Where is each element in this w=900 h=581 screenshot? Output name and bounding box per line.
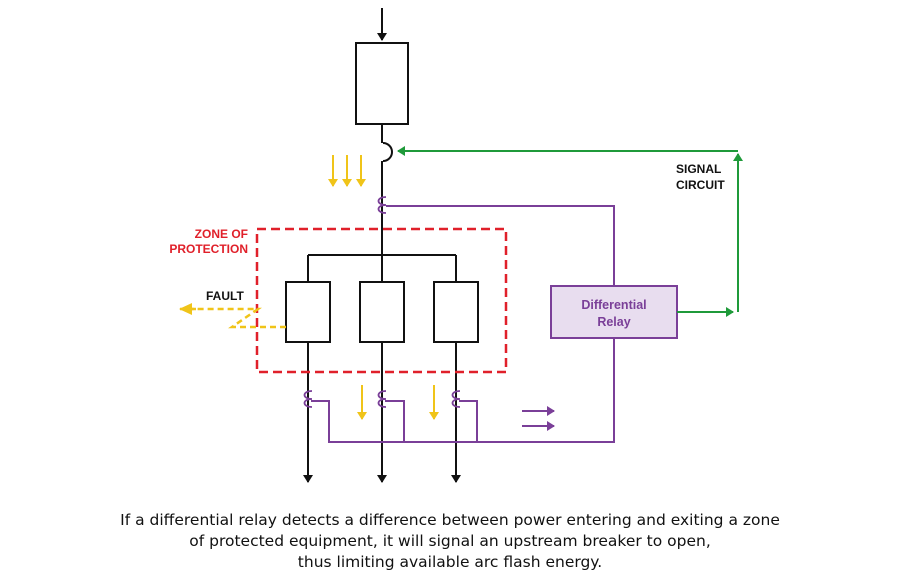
caption-line-2: of protected equipment, it will signal a… bbox=[189, 532, 711, 550]
caption-line-3: thus limiting available arc flash energy… bbox=[297, 553, 603, 571]
fault-lightning bbox=[192, 307, 286, 329]
differential-relay bbox=[550, 285, 678, 339]
upstream-breaker bbox=[382, 142, 393, 162]
feeder-2-ct bbox=[377, 390, 387, 408]
load-box-1 bbox=[285, 281, 331, 343]
upstream-ct bbox=[377, 196, 387, 214]
signal-circuit-label-line2: CIRCUIT bbox=[676, 178, 725, 192]
source-transformer bbox=[355, 42, 409, 125]
zone-label-line1: ZONE OF bbox=[195, 227, 248, 241]
load-box-2 bbox=[359, 281, 405, 343]
zone-label-line2: PROTECTION bbox=[169, 242, 248, 256]
relay-label-line1: Differential bbox=[581, 298, 646, 312]
load-box-3 bbox=[433, 281, 479, 343]
caption-line-1: If a differential relay detects a differ… bbox=[120, 511, 780, 529]
incoming-power-flow-arrows bbox=[328, 155, 366, 187]
signal-circuit-label-line1: SIGNAL bbox=[676, 162, 721, 176]
relay-wiring bbox=[311, 205, 615, 443]
feeder-3-ct bbox=[451, 390, 461, 408]
feeder-1-ct bbox=[303, 390, 313, 408]
relay-label-line2: Relay bbox=[597, 315, 630, 329]
caption: If a differential relay detects a differ… bbox=[0, 510, 900, 573]
fault-label: FAULT bbox=[206, 289, 244, 303]
